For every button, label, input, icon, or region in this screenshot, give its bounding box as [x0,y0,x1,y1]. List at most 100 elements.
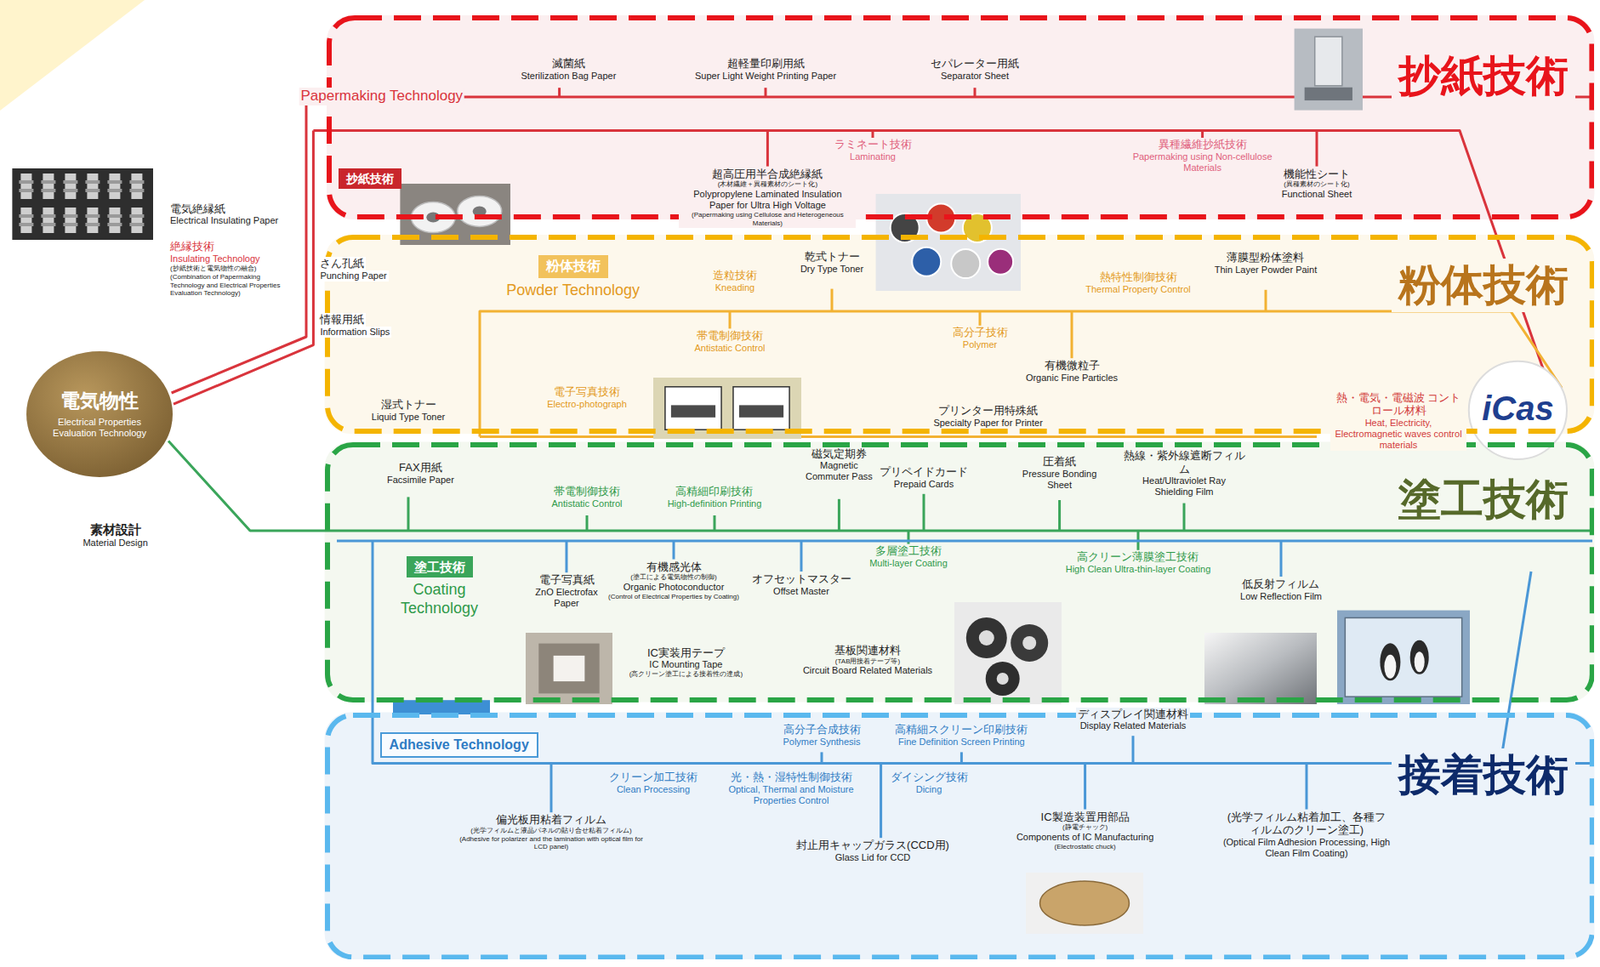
note: (塗工による電気物性の制御) [628,573,718,582]
picture-part [876,193,1021,291]
label-group: 有機微粒子Organic Fine Particles [1024,358,1120,384]
english-name: Organic Photoconductor [621,581,727,593]
label-group: さん孔紙Punching Paper [318,256,388,282]
label-group: 異種繊維抄紙技術Papermaking using Non-cellulose … [1124,138,1282,174]
picture-part [85,180,100,184]
technology-label: 熱・電気・電磁波 コントロール材料 [1330,392,1467,418]
picture-part [987,249,1014,275]
product-name: 滅菌紙 [550,56,587,71]
picture-part [129,222,144,227]
technology-tag: Adhesive Technology [380,732,539,759]
label-group: ラミネート技術Laminating [832,138,914,163]
picture-part [1414,651,1425,672]
english-name: Facsimile Paper [385,474,456,486]
product-name: プリンター用特殊紙 [936,404,1040,418]
wire [313,130,1552,393]
picture-part [1410,640,1430,675]
label-group: Papermaking Technology [299,87,466,105]
wire [879,763,883,839]
picture-part [130,207,143,234]
picture-part [1040,881,1130,926]
picture-part [538,643,599,695]
picture-part [985,661,1020,696]
wire [1070,311,1074,359]
technology-tag: 抄紙技術 [338,168,402,189]
product-name: 情報用紙 [318,313,366,327]
wire [960,751,963,763]
technology-tag: 塗工技術Coating Technology [406,556,473,579]
picture-part [954,602,1062,705]
tag-label: 抄紙技術 [346,170,394,187]
wire [1264,290,1268,312]
english-name: Heat, Electricity, Electromagnetic waves… [1330,417,1467,452]
product-name: IC実装用テープ [645,646,727,661]
wire [372,540,1593,764]
english-name: Multi-layer Coating [867,558,950,570]
label-group: 帯電制御技術Antistatic Control [692,330,767,354]
product-name: 電子写真紙 [537,573,597,587]
label-group: クリーン加工技術Clean Processing [607,771,700,796]
label-group: オフセットマスターOffset Master [750,572,854,598]
label-group: IC製造装置用部品(静電チャック)Components of IC Manufa… [1014,810,1156,852]
wire [837,499,841,531]
product-name: 圧着紙 [1041,455,1078,469]
english-name: Low Reflection Film [1238,591,1324,603]
wire [1500,571,1532,764]
english-name: Offset Master [771,586,832,598]
wire [766,130,769,167]
product-name: 偏光板用粘着フィルム [494,813,609,827]
picture-part [86,173,98,200]
label-group: 素材設計Material Design [80,522,149,549]
label-group: 光・熱・湿特性制御技術Optical, Thermal and Moisture… [707,771,875,807]
technology-label: 多層塗工技術 [873,545,944,559]
wire [973,87,977,97]
label-group: プリンター用特殊紙Specialty Paper for Printer [931,404,1044,429]
picture-part [979,630,995,646]
picture-part [64,207,76,234]
label-group: FAX用紙Facsimile Paper [385,461,456,486]
wire [1305,763,1309,810]
english-name: Liquid Type Toner [370,411,447,423]
region-ground [324,234,1595,434]
label-group: 封止用キャップガラス(CCD用)Glass Lid for CCD [794,838,951,864]
english-name: Polymer [961,339,999,351]
product-name: ディスプレイ関連材料 [1076,707,1191,722]
note: (Adhesive for polarizer and the laminati… [457,835,645,852]
product-name: 超高圧用半合成絶縁紙 [710,167,825,182]
picture-part [1294,28,1363,111]
picture-part [130,173,143,200]
circle-fill [26,351,173,478]
technology-region: 抄紙技術抄紙技術 [326,15,1595,220]
picture-part [18,222,34,227]
english-name: Thin Layer Powder Paint [1212,264,1319,276]
product-name: セパレーター用紙 [928,56,1021,71]
product-name: オフセットマスター [750,572,854,587]
picture-part [42,173,54,200]
english-name: Optical, Thermal and Moisture Properties… [707,784,875,807]
technology-label: 絶縁技術 [168,240,217,254]
wire [1183,503,1186,531]
picture-part [129,188,144,193]
tape-picture [525,632,613,705]
dashed-border [329,17,1592,217]
tag-label: 粉体技術 [546,257,601,276]
picture-part [85,214,100,218]
heading: 素材設計 [88,522,143,538]
toner-picture [876,193,1021,291]
product-name: 超軽量印刷用紙 [725,56,807,71]
technology-label: 高クリーン薄膜塗工技術 [1075,551,1201,564]
english-name: Functional Sheet [1280,188,1355,200]
wire [565,540,569,573]
picture-part [1383,654,1396,679]
film-picture [1204,632,1317,705]
picture-part [107,222,122,227]
english-name: Sterilization Bag Paper [518,70,618,82]
label-group: 圧着紙Pressure Bonding Sheet [1019,455,1100,491]
english-name: Glass Lid for CCD [833,852,913,864]
product-name: 有機微粒子 [1042,358,1102,373]
picture-part [62,222,78,227]
picture-part [553,655,586,682]
display-picture [1337,610,1470,705]
picture-part [739,404,784,417]
product-name: 磁気定期券 [809,447,869,462]
